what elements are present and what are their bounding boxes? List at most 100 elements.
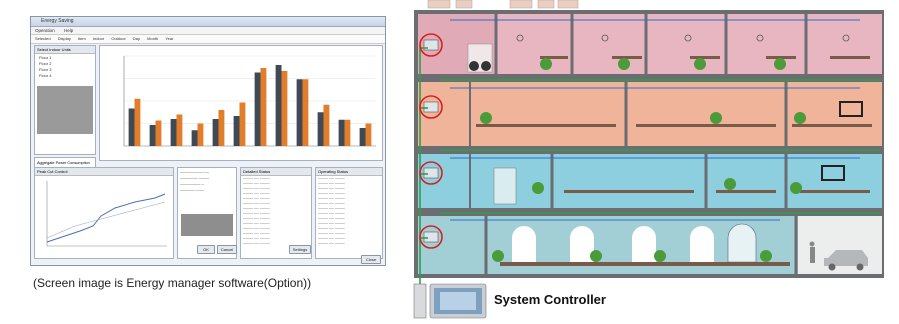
table-row: ──── ── ────	[243, 237, 270, 241]
section-title: Peak Cut Control	[35, 168, 173, 176]
chart-bar	[338, 119, 345, 146]
system-controller-icon	[413, 283, 487, 319]
table-row: ──── ── ────	[318, 227, 345, 231]
chart-bar	[155, 120, 162, 146]
toolbar-item[interactable]: Year	[165, 36, 174, 41]
highlight-circle	[419, 161, 443, 185]
toolbar-item[interactable]: Outdoor	[111, 36, 126, 41]
detailed-status-panel: Detailed Status ──── ── ──────── ── ────…	[240, 167, 312, 259]
tree-item[interactable]: Floor 3	[39, 67, 52, 72]
toolbar-item[interactable]: Selected	[35, 36, 51, 41]
floor-second	[418, 82, 882, 146]
section-title: Detailed Status	[241, 168, 311, 176]
chart-bar	[191, 130, 198, 146]
chart-bar	[281, 71, 288, 146]
table-row: ──── ── ────	[243, 212, 270, 216]
chart-bar	[134, 98, 141, 146]
window-frame	[839, 101, 863, 117]
tree-item[interactable]: Floor 4	[39, 73, 52, 78]
chart-bar	[344, 119, 351, 146]
settings-preview	[181, 214, 233, 236]
tree-item[interactable]: Floor 1	[39, 55, 52, 60]
chart-bar	[149, 125, 156, 146]
person-icon	[809, 241, 815, 247]
table-row: ──── ── ────	[318, 242, 345, 246]
window-titlebar: Energy Saving	[31, 17, 385, 27]
floor-third	[418, 154, 882, 208]
table-row: ──── ── ────	[243, 217, 270, 221]
reference-line	[46, 201, 166, 239]
floor-ground	[418, 216, 882, 274]
toolbar-item[interactable]: Month	[147, 36, 159, 41]
table-row: ──── ── ────	[318, 207, 345, 211]
chart-bar	[176, 114, 183, 146]
toolbar-item[interactable]: Day	[132, 36, 141, 41]
highlight-circle	[419, 95, 443, 119]
table-row: ──── ── ────	[318, 177, 345, 181]
chart-bar	[275, 65, 282, 146]
car-icon	[824, 250, 868, 266]
toolbar: Selected Display Item Indoor Outdoor Day…	[31, 35, 385, 44]
chart-bar	[239, 102, 246, 146]
chart-bar	[302, 79, 309, 146]
menu-item-operation[interactable]: Operation	[35, 28, 55, 33]
window-title: Energy Saving	[41, 18, 74, 24]
chart-bar	[317, 112, 324, 146]
system-controller-label: System Controller	[494, 292, 606, 307]
section-title: Operating Status	[316, 168, 382, 176]
table-row: ──── ── ────	[243, 232, 270, 236]
chart-bar	[197, 123, 204, 146]
table-row: ──── ── ────	[243, 202, 270, 206]
settings-button[interactable]: Settings	[289, 245, 311, 254]
stat-label: Aggregate Power Consumption	[37, 161, 90, 165]
refrigerant-pipes	[450, 19, 860, 221]
table-row: ──── ── ────	[243, 192, 270, 196]
chart-bar	[323, 104, 330, 146]
table-row: ──── ── ────	[318, 232, 345, 236]
highlight-circle	[419, 33, 443, 57]
table-row: ──── ── ────	[318, 202, 345, 206]
table-row: ──── ── ────	[243, 182, 270, 186]
table-row: ──── ── ────	[243, 242, 270, 246]
screenshot-caption: (Screen image is Energy manager software…	[33, 276, 312, 290]
operating-status-panel: Operating Status ──── ── ──────── ── ───…	[315, 167, 383, 259]
toolbar-item[interactable]: Display	[57, 36, 71, 41]
ok-button[interactable]: OK	[197, 245, 215, 254]
chart-bar	[170, 119, 177, 146]
table-row: ──── ── ────	[318, 212, 345, 216]
unit-tree-header: Select Indoor Units	[35, 46, 95, 54]
energy-bar-chart	[123, 55, 376, 147]
table-row: ──── ── ────	[243, 227, 270, 231]
table-row: ──── ── ────	[243, 177, 270, 181]
table-row: ──── ── ────	[318, 187, 345, 191]
preview-area	[37, 86, 93, 134]
table-row: ──── ── ────	[243, 197, 270, 201]
software-screenshot: Energy Saving Operation Help Selected Di…	[30, 16, 386, 266]
menu-bar: Operation Help	[31, 27, 385, 35]
unit-tree-panel: Select Indoor Units Floor 1 Floor 2 Floo…	[34, 45, 96, 155]
floor-top	[418, 14, 882, 74]
highlight-circle	[419, 225, 443, 249]
table-row: ──── ── ────	[318, 222, 345, 226]
toolbar-item[interactable]: Item	[77, 36, 86, 41]
controller-highlights	[419, 33, 443, 249]
tree-item[interactable]: Floor 2	[39, 61, 52, 66]
chart-bar	[254, 72, 261, 146]
toolbar-item[interactable]: Indoor	[92, 36, 105, 41]
chart-bar	[212, 119, 219, 146]
chart-bar	[128, 108, 135, 146]
outdoor-units	[427, 0, 579, 9]
table-row: ──── ── ────	[318, 197, 345, 201]
trend-line	[46, 193, 166, 243]
table-row: ──── ── ────	[243, 207, 270, 211]
chart-bar	[233, 116, 240, 146]
cancel-button[interactable]: Cancel	[217, 245, 237, 254]
table-row: ──── ── ────	[243, 187, 270, 191]
table-row: ──── ── ────	[318, 217, 345, 221]
table-row: ──── ── ────	[318, 192, 345, 196]
menu-item-help[interactable]: Help	[64, 28, 74, 33]
close-button[interactable]: Close	[361, 255, 381, 264]
chart-bar	[296, 79, 303, 146]
chart-bar	[359, 128, 366, 146]
chart-bar	[218, 110, 225, 146]
